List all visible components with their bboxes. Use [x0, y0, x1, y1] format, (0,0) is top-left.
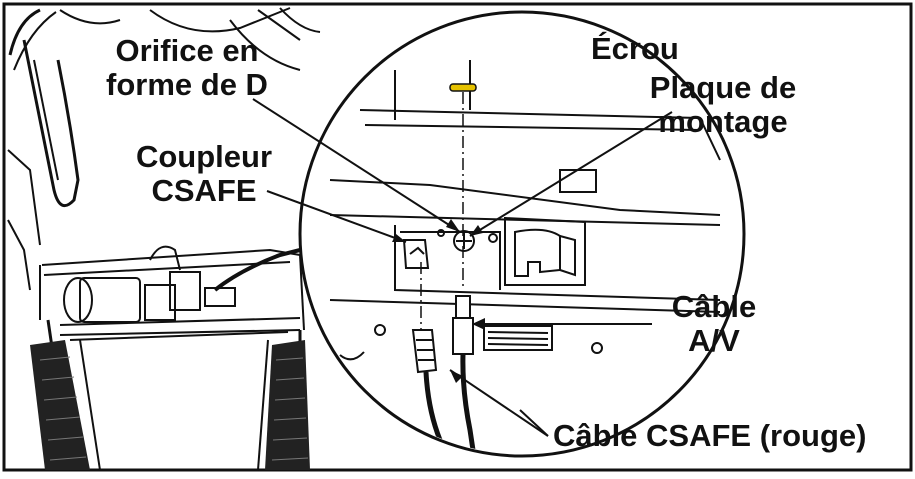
- label-mounting-plate: Plaque de montage: [643, 71, 803, 139]
- label-av-cable: Câble A/V: [658, 290, 770, 358]
- label-mounting-plate-line-1: Plaque de: [649, 70, 797, 105]
- treadmill-illustration: [7, 7, 321, 471]
- leader-lines: [252, 98, 673, 437]
- label-d-hole-line-2: forme de D: [106, 67, 268, 102]
- label-nut: Écrou: [591, 31, 679, 66]
- label-av-cable-line-2: A/V: [688, 323, 740, 358]
- label-csafe-coupler: Coupleur CSAFE: [118, 140, 290, 208]
- label-d-hole: Orifice en forme de D: [84, 34, 290, 102]
- label-csafe-cable: Câble CSAFE (rouge): [553, 418, 867, 453]
- label-d-hole-line-1: Orifice en: [115, 33, 259, 68]
- label-mounting-plate-line-2: montage: [658, 104, 788, 139]
- label-csafe-coupler-line-1: Coupleur: [135, 139, 273, 174]
- deck-side-rails: [30, 340, 310, 470]
- nut-illustration: [449, 83, 477, 92]
- treadmill-cable: [213, 248, 301, 292]
- label-av-cable-line-1: Câble: [671, 289, 757, 324]
- magnified-view: [298, 10, 746, 458]
- arrow-heads: [392, 219, 485, 383]
- label-csafe-coupler-line-2: CSAFE: [151, 173, 257, 208]
